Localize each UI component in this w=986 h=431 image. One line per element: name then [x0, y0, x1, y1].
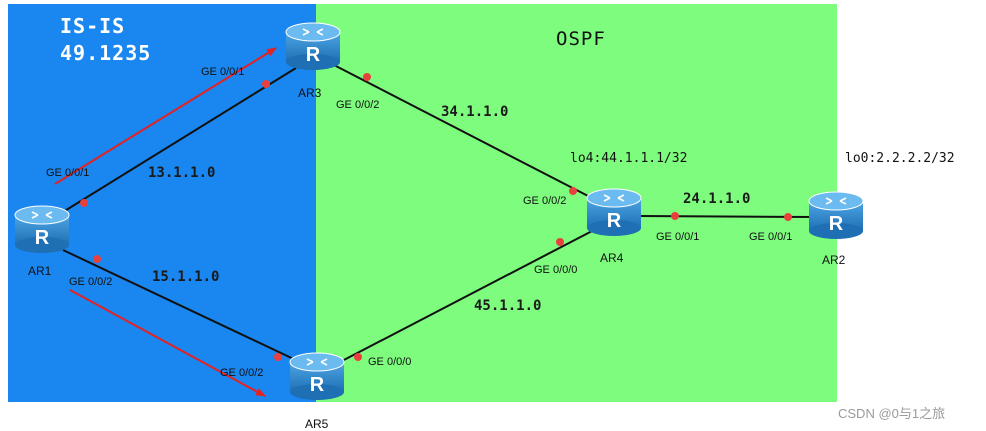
interface-label-ar5-ge002: GE 0/0/2 — [220, 367, 263, 379]
ospf-area-title: OSPF — [556, 28, 606, 50]
loopback-label-ar2: lo0:2.2.2.2/32 — [845, 151, 955, 166]
router-glyph: R — [35, 227, 50, 249]
interface-dot — [93, 255, 101, 263]
router-label-ar3: AR3 — [298, 86, 322, 100]
network-label-13: 13.1.1.0 — [148, 165, 215, 181]
router-ar4[interactable]: R — [586, 188, 642, 237]
link-ar5-ar4 — [339, 229, 595, 363]
router-label-ar4: AR4 — [600, 251, 624, 265]
router-ar1[interactable]: R — [14, 205, 70, 254]
router-ar5[interactable]: R — [289, 352, 345, 401]
isis-area-id: 49.1235 — [60, 41, 151, 65]
router-glyph: R — [310, 374, 325, 396]
interface-dot — [262, 80, 270, 88]
link-ar4-ar2 — [639, 215, 813, 218]
router-ar2[interactable]: R — [808, 191, 864, 240]
loopback-label-ar4: lo4:44.1.1.1/32 — [570, 151, 687, 166]
interface-label-ar3-ge002: GE 0/0/2 — [336, 99, 379, 111]
network-label-24: 24.1.1.0 — [683, 191, 750, 207]
network-label-15: 15.1.1.0 — [152, 269, 219, 285]
interface-dot — [363, 73, 371, 81]
watermark: CSDN @0与1之旅 — [838, 406, 945, 421]
link-ar3-ar4 — [331, 63, 593, 199]
interface-label-ar2-ge001: GE 0/0/1 — [749, 231, 792, 243]
interface-dot — [80, 199, 88, 207]
router-label-ar1: AR1 — [28, 264, 52, 278]
router-label-ar5: AR5 — [305, 417, 329, 431]
interface-dot — [274, 353, 282, 361]
traffic-arrow-upper — [54, 47, 277, 185]
interface-label-ar4-ge000: GE 0/0/0 — [534, 264, 577, 276]
traffic-arrow-lower — [69, 289, 266, 397]
interface-label-ar3-ge001: GE 0/0/1 — [201, 66, 244, 78]
interface-dot — [354, 353, 362, 361]
interface-label-ar1-ge001: GE 0/0/1 — [46, 167, 89, 179]
link-ar1-ar3 — [62, 67, 297, 213]
router-glyph: R — [306, 44, 321, 66]
network-label-45: 45.1.1.0 — [474, 298, 541, 314]
interface-dot — [784, 213, 792, 221]
link-ar1-ar5 — [62, 249, 301, 363]
interface-label-ar5-ge000: GE 0/0/0 — [368, 356, 411, 368]
router-ar3[interactable]: R — [285, 22, 341, 71]
ospf-area — [316, 4, 837, 402]
isis-area — [8, 4, 318, 402]
interface-dot — [569, 187, 577, 195]
interface-label-ar4-ge001: GE 0/0/1 — [656, 231, 699, 243]
router-glyph: R — [607, 210, 622, 232]
isis-area-title: IS-IS — [60, 14, 125, 38]
router-label-ar2: AR2 — [822, 253, 846, 267]
network-label-34: 34.1.1.0 — [441, 104, 508, 120]
interface-dot — [556, 238, 564, 246]
interface-dot — [671, 212, 679, 220]
router-glyph: R — [829, 213, 844, 235]
interface-label-ar4-ge002: GE 0/0/2 — [523, 195, 566, 207]
interface-label-ar1-ge002: GE 0/0/2 — [69, 276, 112, 288]
